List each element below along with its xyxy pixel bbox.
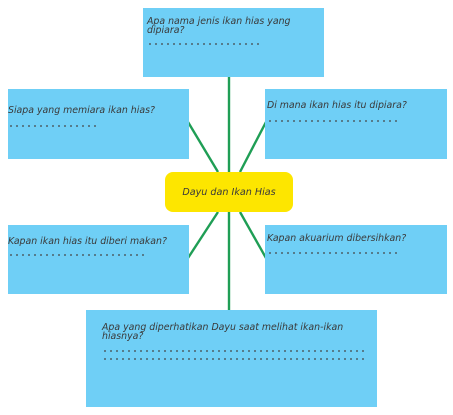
question-box-left-upper: Siapa yang memiara ikan hias? [8,89,189,159]
connector-right-upper [238,121,268,173]
answer-line-left-lower[interactable] [8,254,146,256]
question-text-right-upper: Di mana ikan hias itu dipiara? [267,100,407,111]
question-box-top: Apa nama jenis ikan hias yang dipiara? [143,8,324,77]
center-topic: Dayu dan Ikan Hias [165,172,293,212]
answer-line-right-upper[interactable] [267,120,399,122]
answer-line-bottom-2[interactable] [102,358,366,360]
question-text-left-upper: Siapa yang memiara ikan hias? [8,105,155,116]
question-box-left-lower: Kapan ikan hias itu diberi makan? [8,225,189,294]
center-topic-label: Dayu dan Ikan Hias [182,186,276,198]
answer-line-top[interactable] [147,43,261,45]
question-text-bottom: Apa yang diperhatikan Dayu saat melihat … [102,322,344,342]
connector-left-upper [186,121,220,173]
answer-line-right-lower[interactable] [267,252,399,254]
answer-line-left-upper[interactable] [8,125,98,127]
connector-right-lower [238,211,268,259]
question-text-left-lower: Kapan ikan hias itu diberi makan? [8,236,167,247]
question-box-right-upper: Di mana ikan hias itu dipiara? [265,89,447,159]
connector-left-lower [186,211,220,259]
question-box-bottom: Apa yang diperhatikan Dayu saat melihat … [86,310,377,407]
question-text-top: Apa nama jenis ikan hias yang dipiara? [147,16,291,36]
answer-line-bottom-1[interactable] [102,350,366,352]
question-box-right-lower: Kapan akuarium dibersihkan? [265,225,447,294]
question-text-right-lower: Kapan akuarium dibersihkan? [267,233,407,244]
